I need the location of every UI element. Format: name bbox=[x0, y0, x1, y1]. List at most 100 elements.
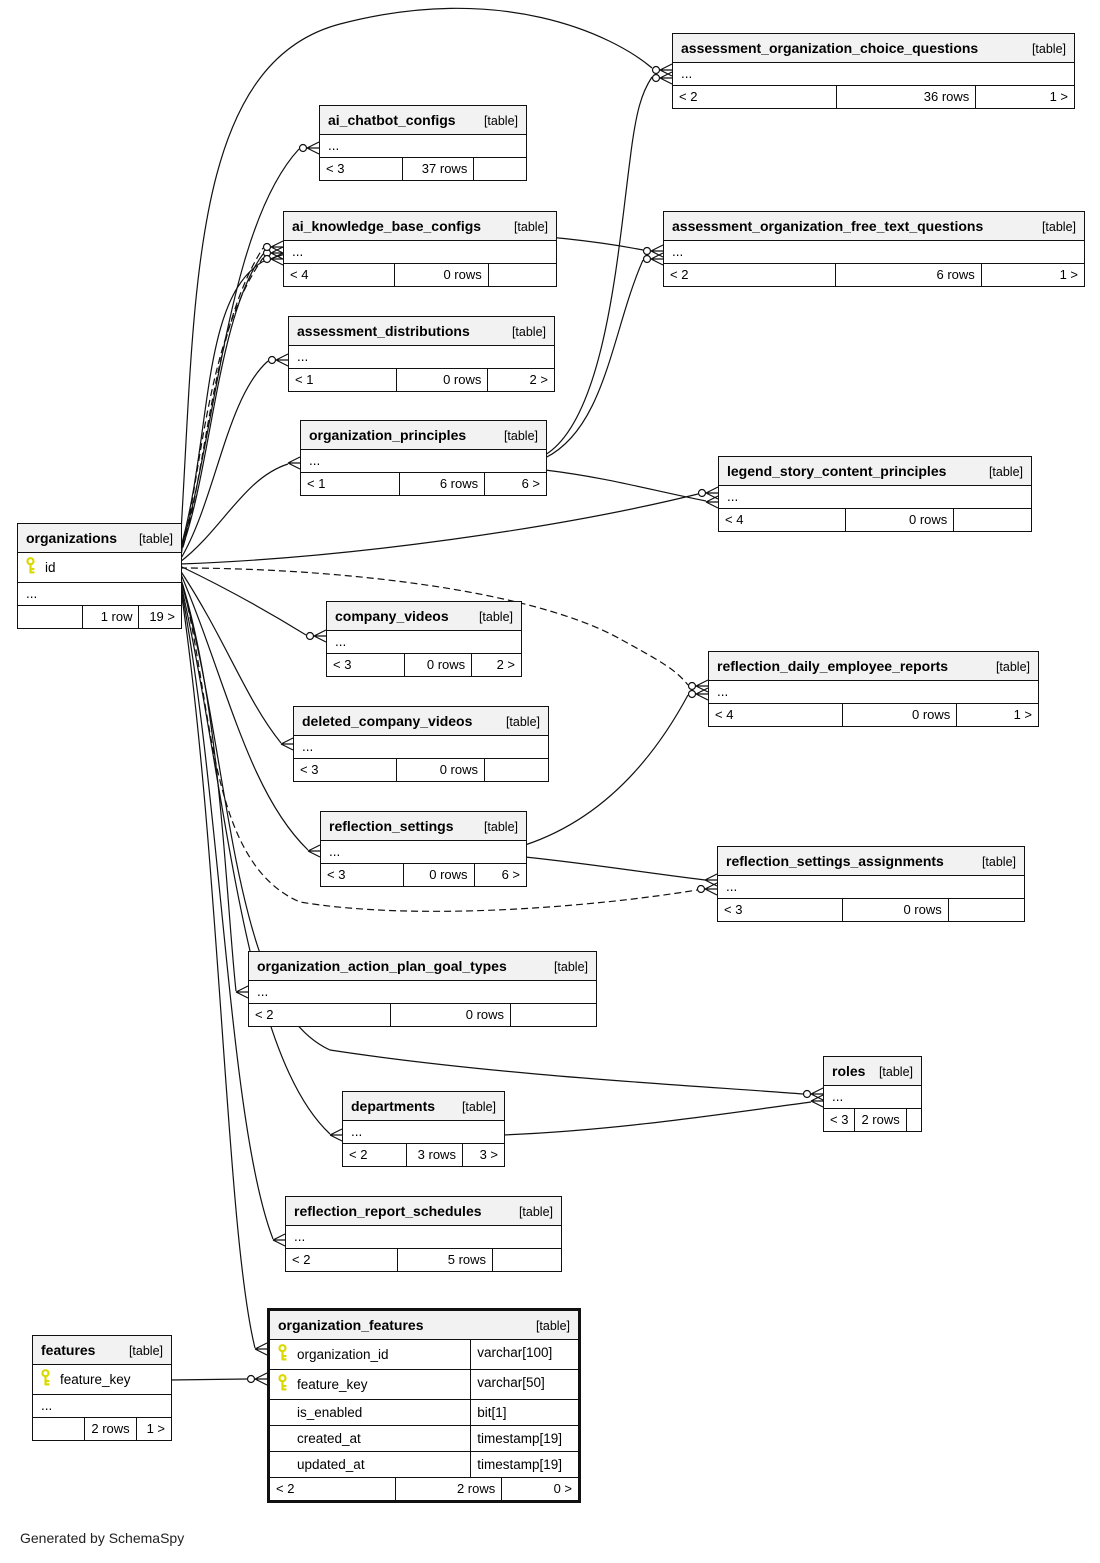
relationship-edge bbox=[179, 583, 256, 1349]
column-name-cell: feature_key bbox=[270, 1370, 470, 1399]
cardinality-circle-icon bbox=[697, 488, 707, 498]
relationship-edge bbox=[544, 469, 707, 502]
table-assessment_organization_free_text_questions[interactable]: assessment_organization_free_text_questi… bbox=[663, 211, 1085, 287]
table-badge: [table] bbox=[138, 532, 173, 546]
columns-ellipsis: ... bbox=[824, 1086, 921, 1109]
footer-rows-count: 0 rows bbox=[404, 654, 471, 676]
table-badge: [table] bbox=[878, 1065, 913, 1079]
footer-right-count: 1 > bbox=[956, 704, 1038, 726]
footer-rows-count: 36 rows bbox=[836, 86, 975, 108]
table-organization_features[interactable]: organization_features[table]organization… bbox=[267, 1308, 581, 1503]
footer-rows-count: 0 rows bbox=[395, 369, 488, 391]
column-name: id bbox=[45, 560, 56, 575]
table-reflection_settings_assignments[interactable]: reflection_settings_assignments[table]..… bbox=[717, 846, 1025, 922]
footer-right-count bbox=[492, 1249, 561, 1271]
relationship-edge bbox=[179, 493, 699, 565]
table-name: features bbox=[41, 1342, 96, 1358]
footer-rows-count: 0 rows bbox=[842, 704, 956, 726]
column-name-cell: updated_at bbox=[270, 1452, 470, 1477]
column-type: timestamp[19] bbox=[470, 1426, 578, 1451]
table-reflection_report_schedules[interactable]: reflection_report_schedules[table]...< 2… bbox=[285, 1196, 562, 1272]
table-badge: [table] bbox=[128, 1344, 163, 1358]
table-badge: [table] bbox=[988, 465, 1023, 479]
relationship-edge bbox=[179, 360, 269, 561]
columns-ellipsis: ... bbox=[289, 346, 554, 369]
footer-right-count: 6 > bbox=[484, 473, 546, 495]
table-name: roles bbox=[832, 1063, 866, 1079]
table-reflection_daily_employee_reports[interactable]: reflection_daily_employee_reports[table]… bbox=[708, 651, 1039, 727]
footer-right-count: 1 > bbox=[135, 1418, 171, 1440]
crows-foot-icon bbox=[270, 252, 284, 266]
table-assessment_organization_choice_questions[interactable]: assessment_organization_choice_questions… bbox=[672, 33, 1075, 109]
relationship-edge bbox=[179, 573, 698, 912]
table-header: deleted_company_videos[table] bbox=[294, 707, 548, 736]
cardinality-circle-icon bbox=[267, 355, 277, 365]
table-header: company_videos[table] bbox=[327, 602, 521, 631]
table-name: assessment_distributions bbox=[297, 323, 470, 339]
footer-left-count: < 3 bbox=[327, 867, 346, 882]
table-organization_action_plan_goal_types[interactable]: organization_action_plan_goal_types[tabl… bbox=[248, 951, 597, 1027]
table-name: reflection_report_schedules bbox=[294, 1203, 482, 1219]
table-header: reflection_settings[table] bbox=[321, 812, 526, 841]
table-badge: [table] bbox=[1031, 42, 1066, 56]
primary-key-icon bbox=[277, 1344, 288, 1365]
cardinality-circle-icon bbox=[687, 689, 697, 699]
relationship-edge bbox=[179, 571, 309, 851]
primary-key-icon bbox=[40, 1369, 51, 1390]
cardinality-circle-icon bbox=[262, 254, 272, 264]
cardinality-circle-icon bbox=[642, 246, 652, 256]
table-header: organization_principles[table] bbox=[301, 421, 546, 450]
crows-foot-icon bbox=[659, 71, 673, 85]
crows-foot-icon bbox=[280, 737, 294, 751]
footer-rows-count: 0 rows bbox=[393, 264, 488, 286]
footer-rows-count: 2 rows bbox=[394, 1478, 502, 1500]
columns-ellipsis: ... bbox=[301, 450, 546, 473]
key-spacer bbox=[277, 1456, 288, 1473]
column-name-cell: id bbox=[18, 553, 181, 582]
cardinality-circle-icon bbox=[246, 1374, 256, 1384]
relationship-edge bbox=[544, 259, 644, 459]
relationship-edge bbox=[502, 1101, 812, 1136]
key-spacer bbox=[277, 1430, 288, 1447]
footer-left-count: < 2 bbox=[679, 89, 698, 104]
column-type: varchar[100] bbox=[470, 1340, 578, 1369]
table-name: ai_chatbot_configs bbox=[328, 112, 456, 128]
table-legend_story_content_principles[interactable]: legend_story_content_principles[table]..… bbox=[718, 456, 1032, 532]
footer-right-count: 0 > bbox=[501, 1478, 578, 1500]
crows-foot-icon bbox=[275, 353, 289, 367]
table-header: legend_story_content_principles[table] bbox=[719, 457, 1031, 486]
crows-foot-icon bbox=[704, 873, 718, 887]
crows-foot-icon bbox=[695, 687, 709, 701]
cardinality-circle-icon bbox=[687, 681, 697, 691]
footer-right-count bbox=[905, 1109, 921, 1131]
crows-foot-icon bbox=[695, 679, 709, 693]
column-row: id bbox=[18, 553, 181, 583]
table-header: assessment_organization_choice_questions… bbox=[673, 34, 1074, 63]
crows-foot-icon bbox=[254, 1342, 268, 1356]
footer-left-count: < 4 bbox=[725, 512, 744, 527]
table-badge: [table] bbox=[553, 960, 588, 974]
columns-ellipsis: ... bbox=[718, 876, 1024, 899]
footer-rows-count: 0 rows bbox=[402, 864, 474, 886]
footer-right-count: 1 > bbox=[975, 86, 1074, 108]
footer-left-count: < 3 bbox=[333, 657, 352, 672]
